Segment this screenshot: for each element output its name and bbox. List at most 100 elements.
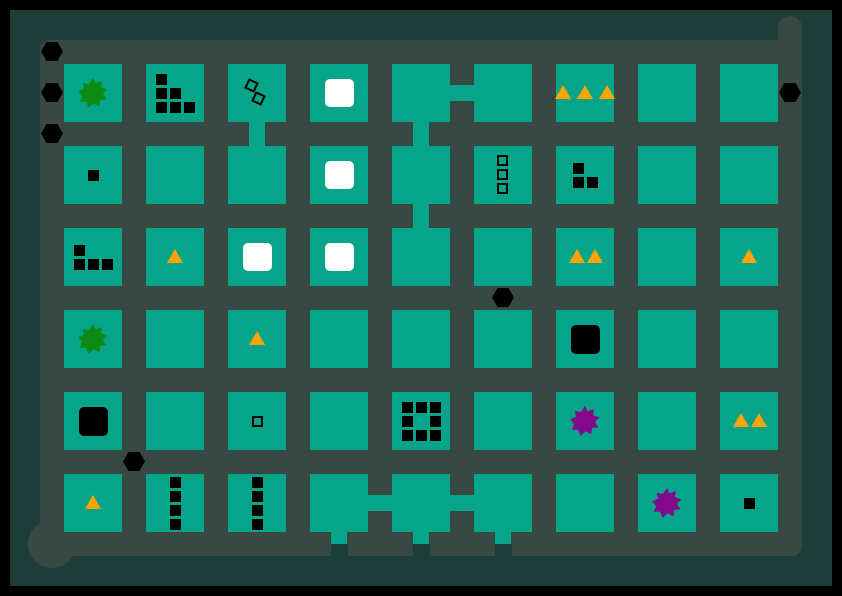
cell-connector <box>331 532 347 544</box>
hexagon-dot-icon <box>492 288 514 307</box>
cell-connector <box>413 122 429 146</box>
square-block-icon <box>402 402 413 413</box>
square-block-icon <box>252 519 263 530</box>
triangle-icon <box>249 331 265 345</box>
hexagon-dot-icon <box>123 452 145 471</box>
square-block-icon <box>88 259 99 270</box>
square-block-icon <box>170 519 181 530</box>
triangle-icon <box>751 413 767 427</box>
grid-cell <box>228 64 286 122</box>
triangle-icon <box>167 249 183 263</box>
grid-cell <box>556 228 614 286</box>
grid-cell <box>474 474 532 532</box>
grid-cell <box>556 146 614 204</box>
square-block-icon <box>430 430 441 441</box>
grid-cell <box>310 310 368 368</box>
square-block-icon <box>402 416 413 427</box>
hexagon-dot-icon <box>41 42 63 61</box>
triangle-icon <box>741 249 757 263</box>
black-tile-icon <box>79 407 108 436</box>
grid-cell <box>638 228 696 286</box>
grid-cell <box>638 146 696 204</box>
grid-cell <box>310 392 368 450</box>
bottom-notch <box>495 544 512 556</box>
square-block-icon <box>170 491 181 502</box>
square-block-icon <box>573 163 584 174</box>
triangle-icon <box>733 413 749 427</box>
square-block-icon <box>156 102 167 113</box>
outline-square-icon <box>252 416 263 427</box>
cell-connector <box>413 204 429 228</box>
grid-cell <box>638 64 696 122</box>
grid-cell <box>556 474 614 532</box>
triangle-icon <box>587 249 603 263</box>
grid-cell <box>228 146 286 204</box>
grid-cell <box>474 228 532 286</box>
grid-cell <box>392 146 450 204</box>
grid-cell <box>392 474 450 532</box>
square-block-icon <box>416 402 427 413</box>
square-block-icon <box>102 259 113 270</box>
grid-cell <box>64 228 122 286</box>
hexagon-dot-icon <box>779 83 801 102</box>
grid-cell <box>392 392 450 450</box>
square-block-icon <box>416 430 427 441</box>
outline-square-icon <box>497 183 508 194</box>
outline-square-icon <box>497 169 508 180</box>
cell-connectors <box>249 85 511 544</box>
cell-connector <box>495 532 511 544</box>
square-block-icon <box>170 477 181 488</box>
triangle-icon <box>569 249 585 263</box>
square-block-icon <box>74 259 85 270</box>
black-tile-icon <box>571 325 600 354</box>
square-block-icon <box>430 416 441 427</box>
square-icon <box>744 498 755 509</box>
grid-cell <box>146 392 204 450</box>
bottom-notch <box>331 544 348 556</box>
triangle-icon <box>577 85 593 99</box>
hexagon-dot-icon <box>41 83 63 102</box>
grid-cell <box>474 64 532 122</box>
outline-square-icon <box>497 155 508 166</box>
square-block-icon <box>573 177 584 188</box>
square-block-icon <box>170 102 181 113</box>
square-icon <box>88 170 99 181</box>
square-block-icon <box>74 245 85 256</box>
grid-cell <box>228 392 286 450</box>
grid-cell <box>310 474 368 532</box>
square-block-icon <box>252 491 263 502</box>
square-block-icon <box>156 88 167 99</box>
cell-connector <box>450 495 474 511</box>
end-point[interactable] <box>778 16 802 56</box>
cell-connector <box>413 532 429 544</box>
square-block-icon <box>430 402 441 413</box>
grid-cell <box>720 146 778 204</box>
cell-connector <box>368 495 392 511</box>
square-block-icon <box>170 88 181 99</box>
grid-cell <box>474 392 532 450</box>
square-block-icon <box>184 102 195 113</box>
square-block-icon <box>252 477 263 488</box>
cell-connector <box>249 122 265 146</box>
square-block-icon <box>170 505 181 516</box>
square-block-icon <box>402 430 413 441</box>
triangle-icon <box>555 85 571 99</box>
bottom-notch <box>413 544 430 556</box>
grid-cell <box>720 310 778 368</box>
hexagon-dot-icon <box>41 124 63 143</box>
white-tile-icon <box>325 161 354 189</box>
triangle-icon <box>599 85 615 99</box>
white-tile-icon <box>243 243 272 271</box>
square-block-icon <box>587 177 598 188</box>
grid-cell <box>392 310 450 368</box>
square-block-icon <box>252 505 263 516</box>
grid-cell <box>474 310 532 368</box>
grid-cell <box>146 310 204 368</box>
grid-cell <box>638 310 696 368</box>
grid-cell <box>720 64 778 122</box>
grid-cell <box>392 228 450 286</box>
white-tile-icon <box>325 79 354 107</box>
grid-cell <box>392 64 450 122</box>
cell-connector <box>450 85 474 101</box>
